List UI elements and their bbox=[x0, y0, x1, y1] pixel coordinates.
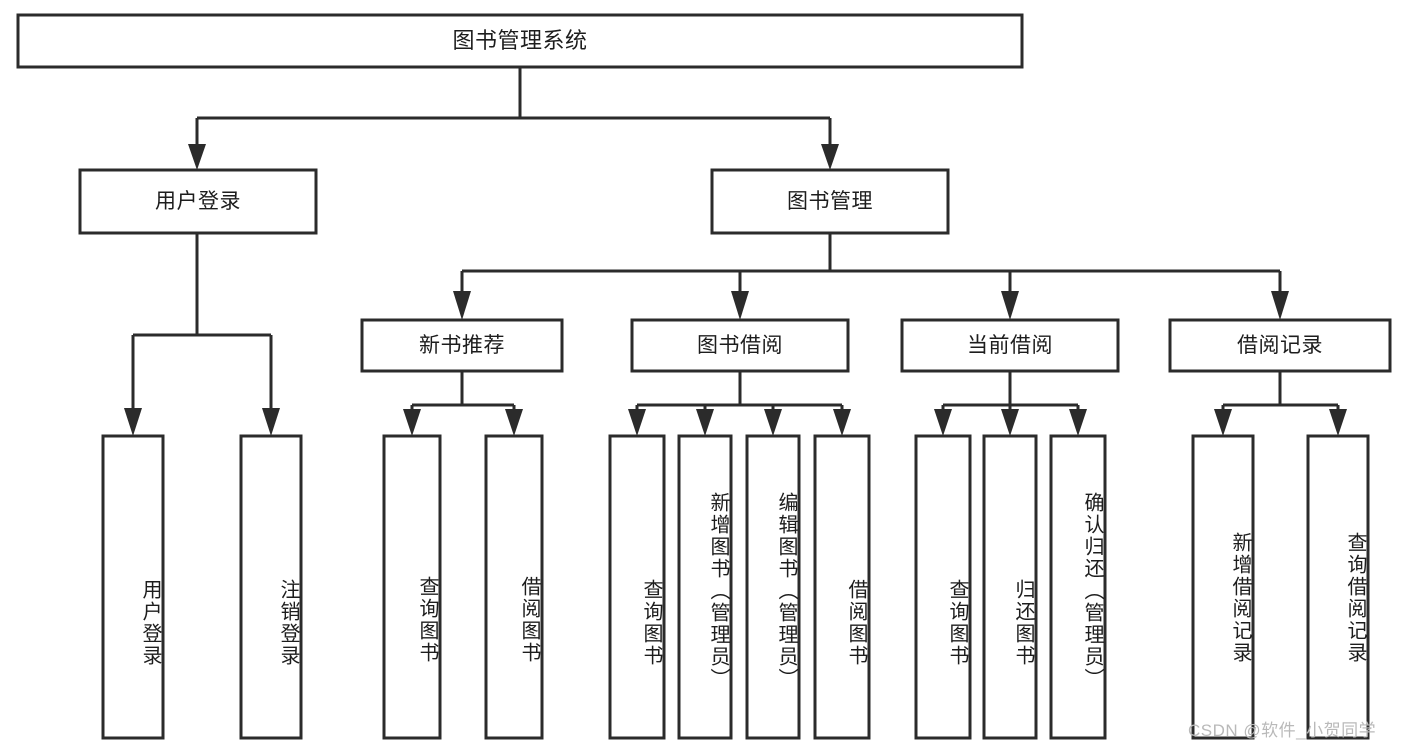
arrow-head-leaf-query-record bbox=[1329, 409, 1347, 436]
arrow-head-leaf-borrow-book-1 bbox=[505, 409, 523, 436]
node-box-leaf-user-login[interactable] bbox=[101, 434, 165, 740]
arrow-head-leaf-borrow-book-2 bbox=[833, 409, 851, 436]
node-box-book-management[interactable] bbox=[710, 168, 950, 235]
node-box-root[interactable] bbox=[16, 13, 1024, 69]
connector-group bbox=[124, 67, 1347, 436]
csdn-watermark: CSDN @软件_小贺同学 bbox=[1188, 721, 1377, 740]
node-box-leaf-add-record[interactable] bbox=[1191, 434, 1255, 740]
arrow-head-leaf-return-book bbox=[1001, 409, 1019, 436]
node-box-leaf-borrow-book-1[interactable] bbox=[484, 434, 544, 740]
node-box-leaf-add-book[interactable] bbox=[677, 434, 733, 740]
arrow-head-leaf-confirm-return bbox=[1069, 409, 1087, 436]
arrow-head-leaf-add-book bbox=[696, 409, 714, 436]
node-box-leaf-confirm-return[interactable] bbox=[1049, 434, 1107, 740]
node-box-book-borrow[interactable] bbox=[630, 318, 850, 373]
node-box-leaf-return-book[interactable] bbox=[982, 434, 1038, 740]
node-box-group bbox=[16, 13, 1392, 740]
node-box-leaf-user-logout[interactable] bbox=[239, 434, 303, 740]
arrow-head-leaf-user-logout bbox=[262, 408, 280, 436]
node-box-leaf-query-book-1[interactable] bbox=[382, 434, 442, 740]
arrow-head-new-book-recommend bbox=[453, 291, 471, 320]
node-box-leaf-query-record[interactable] bbox=[1306, 434, 1370, 740]
node-box-leaf-borrow-book-2[interactable] bbox=[813, 434, 871, 740]
node-box-leaf-edit-book[interactable] bbox=[745, 434, 801, 740]
node-box-leaf-query-book-3[interactable] bbox=[914, 434, 972, 740]
arrow-head-current-borrow bbox=[1001, 291, 1019, 320]
node-box-user-login[interactable] bbox=[78, 168, 318, 235]
arrow-head-book-management bbox=[821, 144, 839, 170]
node-box-current-borrow[interactable] bbox=[900, 318, 1120, 373]
arrow-head-leaf-query-book-2 bbox=[628, 409, 646, 436]
arrow-head-leaf-edit-book bbox=[764, 409, 782, 436]
arrow-head-user-login bbox=[188, 144, 206, 170]
arrow-head-leaf-query-book-3 bbox=[934, 409, 952, 436]
node-box-new-book-recommend[interactable] bbox=[360, 318, 564, 373]
node-box-leaf-query-book-2[interactable] bbox=[608, 434, 666, 740]
arrow-head-borrow-record bbox=[1271, 291, 1289, 320]
arrow-head-leaf-query-book-1 bbox=[403, 409, 421, 436]
arrow-head-leaf-add-record bbox=[1214, 409, 1232, 436]
arrow-head-leaf-user-login bbox=[124, 408, 142, 436]
node-box-borrow-record[interactable] bbox=[1168, 318, 1392, 373]
arrow-head-book-borrow bbox=[731, 291, 749, 320]
